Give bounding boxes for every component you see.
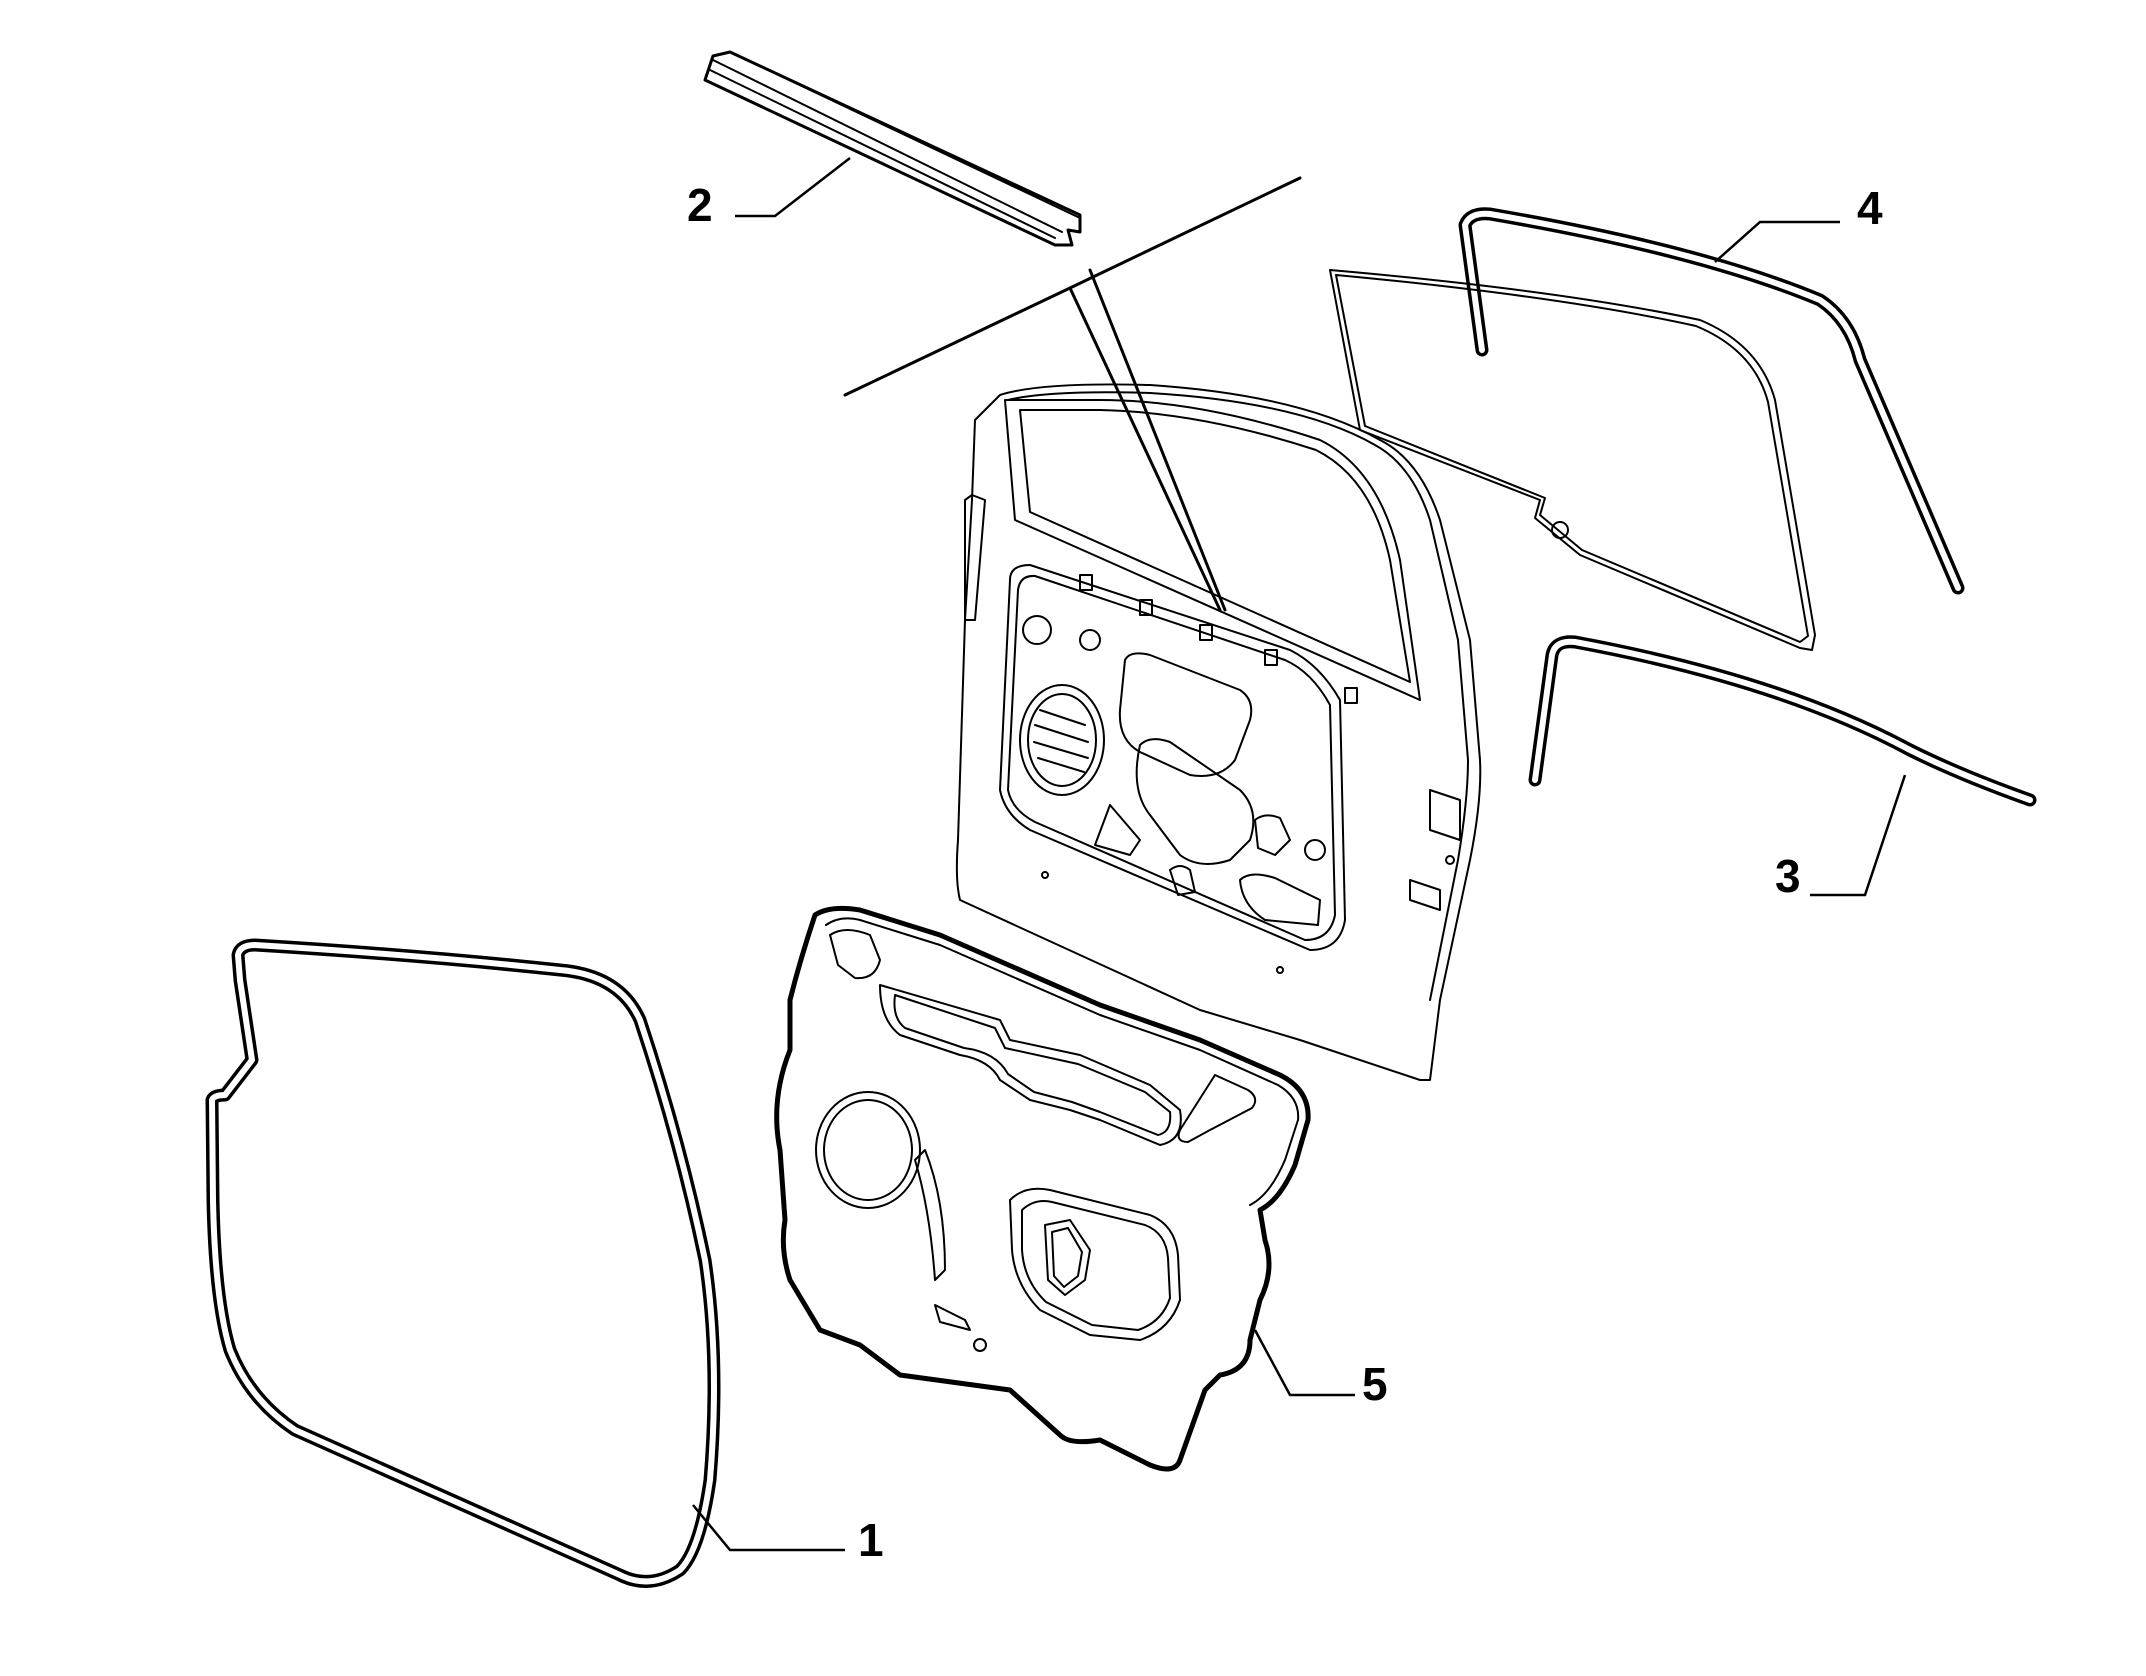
callout-4: 4 — [1857, 182, 1883, 234]
door-shell — [955, 383, 1482, 1081]
part-5-inner-trim-panel — [774, 905, 1311, 1472]
leader-5 — [1253, 1329, 1355, 1397]
callout-3: 3 — [1775, 850, 1801, 902]
part-4-glass-run-channel — [1458, 207, 1965, 595]
leader-3 — [1810, 774, 1907, 897]
callout-5: 5 — [1362, 1358, 1388, 1410]
leader-2 — [735, 157, 851, 218]
callout-1: 1 — [858, 1514, 884, 1566]
window-glass — [1329, 269, 1816, 651]
part-2-sill-strip — [703, 50, 1082, 247]
callout-2: 2 — [687, 179, 713, 231]
part-1-door-seal — [205, 938, 721, 1588]
leader-4 — [1714, 220, 1840, 263]
callouts: 2 4 3 5 1 — [687, 179, 1883, 1566]
leader-1 — [692, 1504, 845, 1552]
leader-lines — [692, 157, 1907, 1552]
part-3-lower-channel-seal — [1528, 635, 2037, 807]
reference-lines — [843, 176, 1302, 612]
